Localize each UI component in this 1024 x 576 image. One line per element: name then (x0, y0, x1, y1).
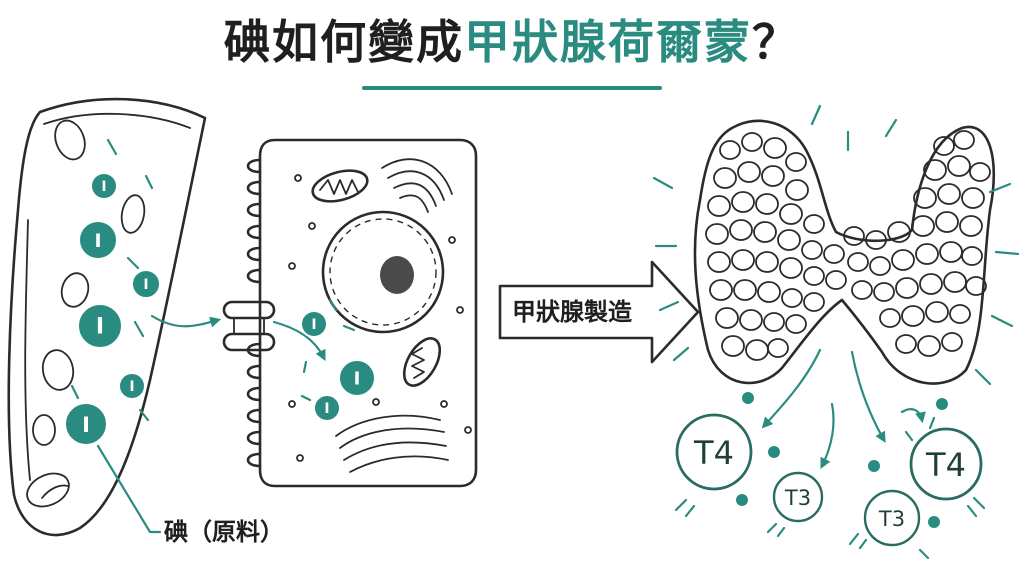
hormone-dots (736, 392, 948, 528)
iodine-particle: I (78, 220, 118, 260)
iodine-uptake-arrow (150, 314, 222, 328)
iodine-raw-label: 碘（原料） (164, 518, 284, 546)
iodine-particle: I (77, 303, 123, 349)
svg-text:I: I (101, 179, 106, 195)
thyroid-gland (693, 119, 996, 385)
svg-text:I: I (94, 230, 101, 252)
iodine-particle: I (90, 172, 118, 200)
gland-glow-lines (652, 104, 1020, 386)
iodine-particle: I (131, 269, 161, 299)
release-arrow-t4-left (761, 348, 822, 429)
release-arrow-right (850, 350, 886, 443)
blood-vessel (7, 97, 207, 537)
iodine-particle: I (118, 372, 146, 400)
hormone-t3-right: T3 (863, 489, 921, 547)
release-arrow-small (900, 408, 926, 424)
thyroid-cell (222, 138, 478, 488)
svg-text:I: I (324, 401, 329, 417)
svg-text:I: I (143, 277, 148, 293)
hormone-t4-left: T4 (675, 413, 753, 491)
iodine-particles-cell: I I I (300, 298, 376, 422)
iodine-particle: I (64, 402, 108, 446)
svg-text:T4: T4 (693, 434, 734, 472)
svg-text:T3: T3 (878, 507, 905, 531)
svg-text:T4: T4 (925, 446, 966, 484)
svg-text:I: I (82, 413, 90, 437)
hormone-t4-right: T4 (909, 427, 983, 501)
svg-text:I: I (96, 315, 104, 340)
iodine-particles-vessel: I I I I I I (64, 172, 161, 446)
svg-text:T3: T3 (784, 486, 811, 510)
release-arrow-t3-left (820, 402, 835, 469)
iodine-particle: I (338, 359, 376, 397)
hormone-t3-left: T3 (772, 471, 824, 523)
iodine-transport-arrow (272, 320, 326, 361)
title-underline (362, 86, 662, 90)
title-prefix: 碘如何變成 (224, 15, 464, 69)
iodine-particle: I (313, 394, 341, 422)
iodine-particle: I (300, 310, 328, 338)
process-label: 甲狀腺製造 (512, 298, 632, 326)
process-arrow: 甲狀腺製造 (498, 260, 700, 364)
svg-text:I: I (311, 317, 316, 333)
svg-text:I: I (129, 379, 134, 395)
motion-strokes (674, 416, 986, 560)
title-highlight: 甲狀腺荷爾蒙 (464, 15, 752, 69)
title-suffix: ？ (752, 15, 800, 69)
svg-text:I: I (354, 369, 361, 390)
page-title: 碘如何變成甲狀腺荷爾蒙？ (0, 6, 1024, 72)
iodine-label-leader (96, 444, 162, 534)
